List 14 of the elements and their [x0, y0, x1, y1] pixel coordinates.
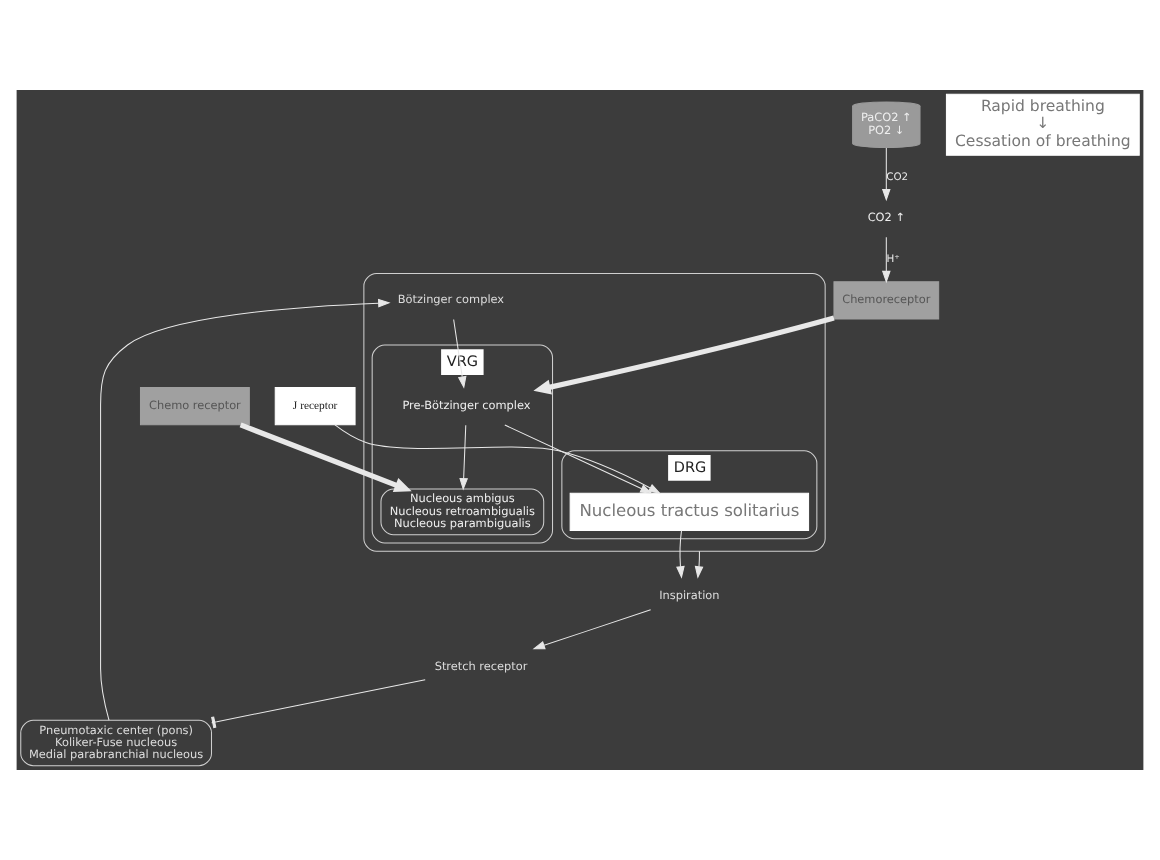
- arrow: [676, 530, 685, 579]
- node-box: Nucleous tractus solitarius: [569, 492, 810, 532]
- connector: [211, 679, 426, 729]
- arrow: [533, 315, 835, 395]
- arrow: [459, 424, 468, 491]
- arrow: [504, 424, 653, 494]
- arrow: [100, 298, 391, 721]
- arrow: [694, 550, 704, 579]
- arrow: [239, 422, 412, 493]
- arrow: [334, 424, 661, 494]
- cluster: [363, 272, 826, 552]
- arrow: [532, 609, 652, 650]
- arrow: [881, 236, 891, 284]
- arrow: [881, 147, 891, 202]
